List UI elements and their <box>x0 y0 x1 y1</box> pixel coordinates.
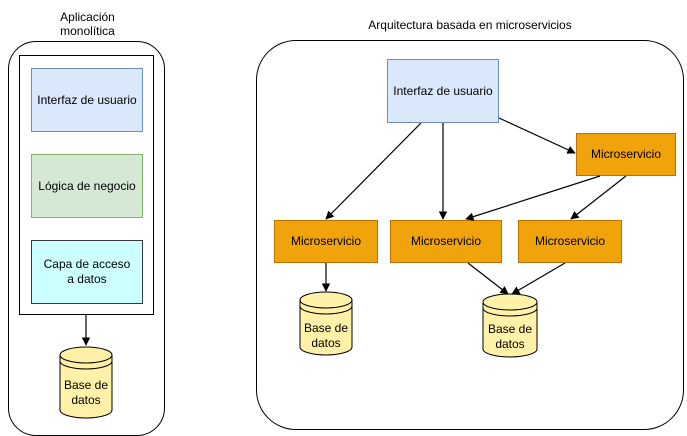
ms-shared-db-line1: Base de <box>487 322 533 336</box>
microservice-top-label: Microservicio <box>590 147 661 161</box>
monolith-db-line2: datos <box>71 393 101 407</box>
monolith-database-label: Base de datos <box>60 378 112 408</box>
monolith-logic-label: Lógica de negocio <box>38 178 136 193</box>
monolith-title: Aplicación monolítica <box>20 10 155 38</box>
microservice-right-label: Microservicio <box>534 234 605 248</box>
monolith-title-line1: Aplicación <box>60 10 115 24</box>
monolith-logic-layer: Lógica de negocio <box>31 154 143 218</box>
ms-ui-box: Interfaz de usuario <box>387 59 499 123</box>
microservices-title: Arquitectura basada en microservicios <box>368 18 572 32</box>
ui-to-top-service-arrow <box>498 117 576 154</box>
monolith-data-access-layer: Capa de acceso a datos <box>31 240 143 304</box>
microservice-left-label: Microservicio <box>290 234 361 248</box>
microservices-container <box>256 40 684 430</box>
monolith-ui-label: Interfaz de usuario <box>37 92 137 107</box>
ms-shared-database-cylinder <box>482 293 538 358</box>
right-service-to-db-arrow <box>511 262 566 295</box>
top-to-center-service-arrow <box>465 175 601 221</box>
monolith-data-access-line1: Capa de acceso <box>43 257 131 271</box>
ms-shared-database-label: Base de datos <box>483 322 537 352</box>
microservice-right-box: Microservicio <box>518 220 622 263</box>
microservice-left-box: Microservicio <box>274 220 378 263</box>
monolith-ui-layer: Interfaz de usuario <box>31 68 143 132</box>
ms-left-database-cylinder <box>299 291 353 356</box>
ms-left-db-line1: Base de <box>303 321 349 335</box>
microservice-center-label: Microservicio <box>410 234 481 248</box>
ms-ui-label: Interfaz de usuario <box>393 83 493 98</box>
ms-left-db-line2: datos <box>311 336 341 350</box>
monolith-database-cylinder <box>59 346 113 419</box>
microservice-top-box: Microservicio <box>576 133 676 176</box>
monolith-db-line1: Base de <box>63 378 109 392</box>
ms-shared-db-line2: datos <box>495 337 525 351</box>
ui-to-left-service-arrow <box>325 122 422 220</box>
top-to-right-service-arrow <box>570 175 627 220</box>
microservice-center-box: Microservicio <box>390 220 502 263</box>
monolith-title-line2: monolítica <box>60 24 115 38</box>
monolith-app-frame <box>19 55 154 315</box>
center-service-to-db-arrow <box>467 262 509 295</box>
monolith-data-access-line2: a datos <box>67 272 107 286</box>
ms-left-database-label: Base de datos <box>300 321 352 351</box>
